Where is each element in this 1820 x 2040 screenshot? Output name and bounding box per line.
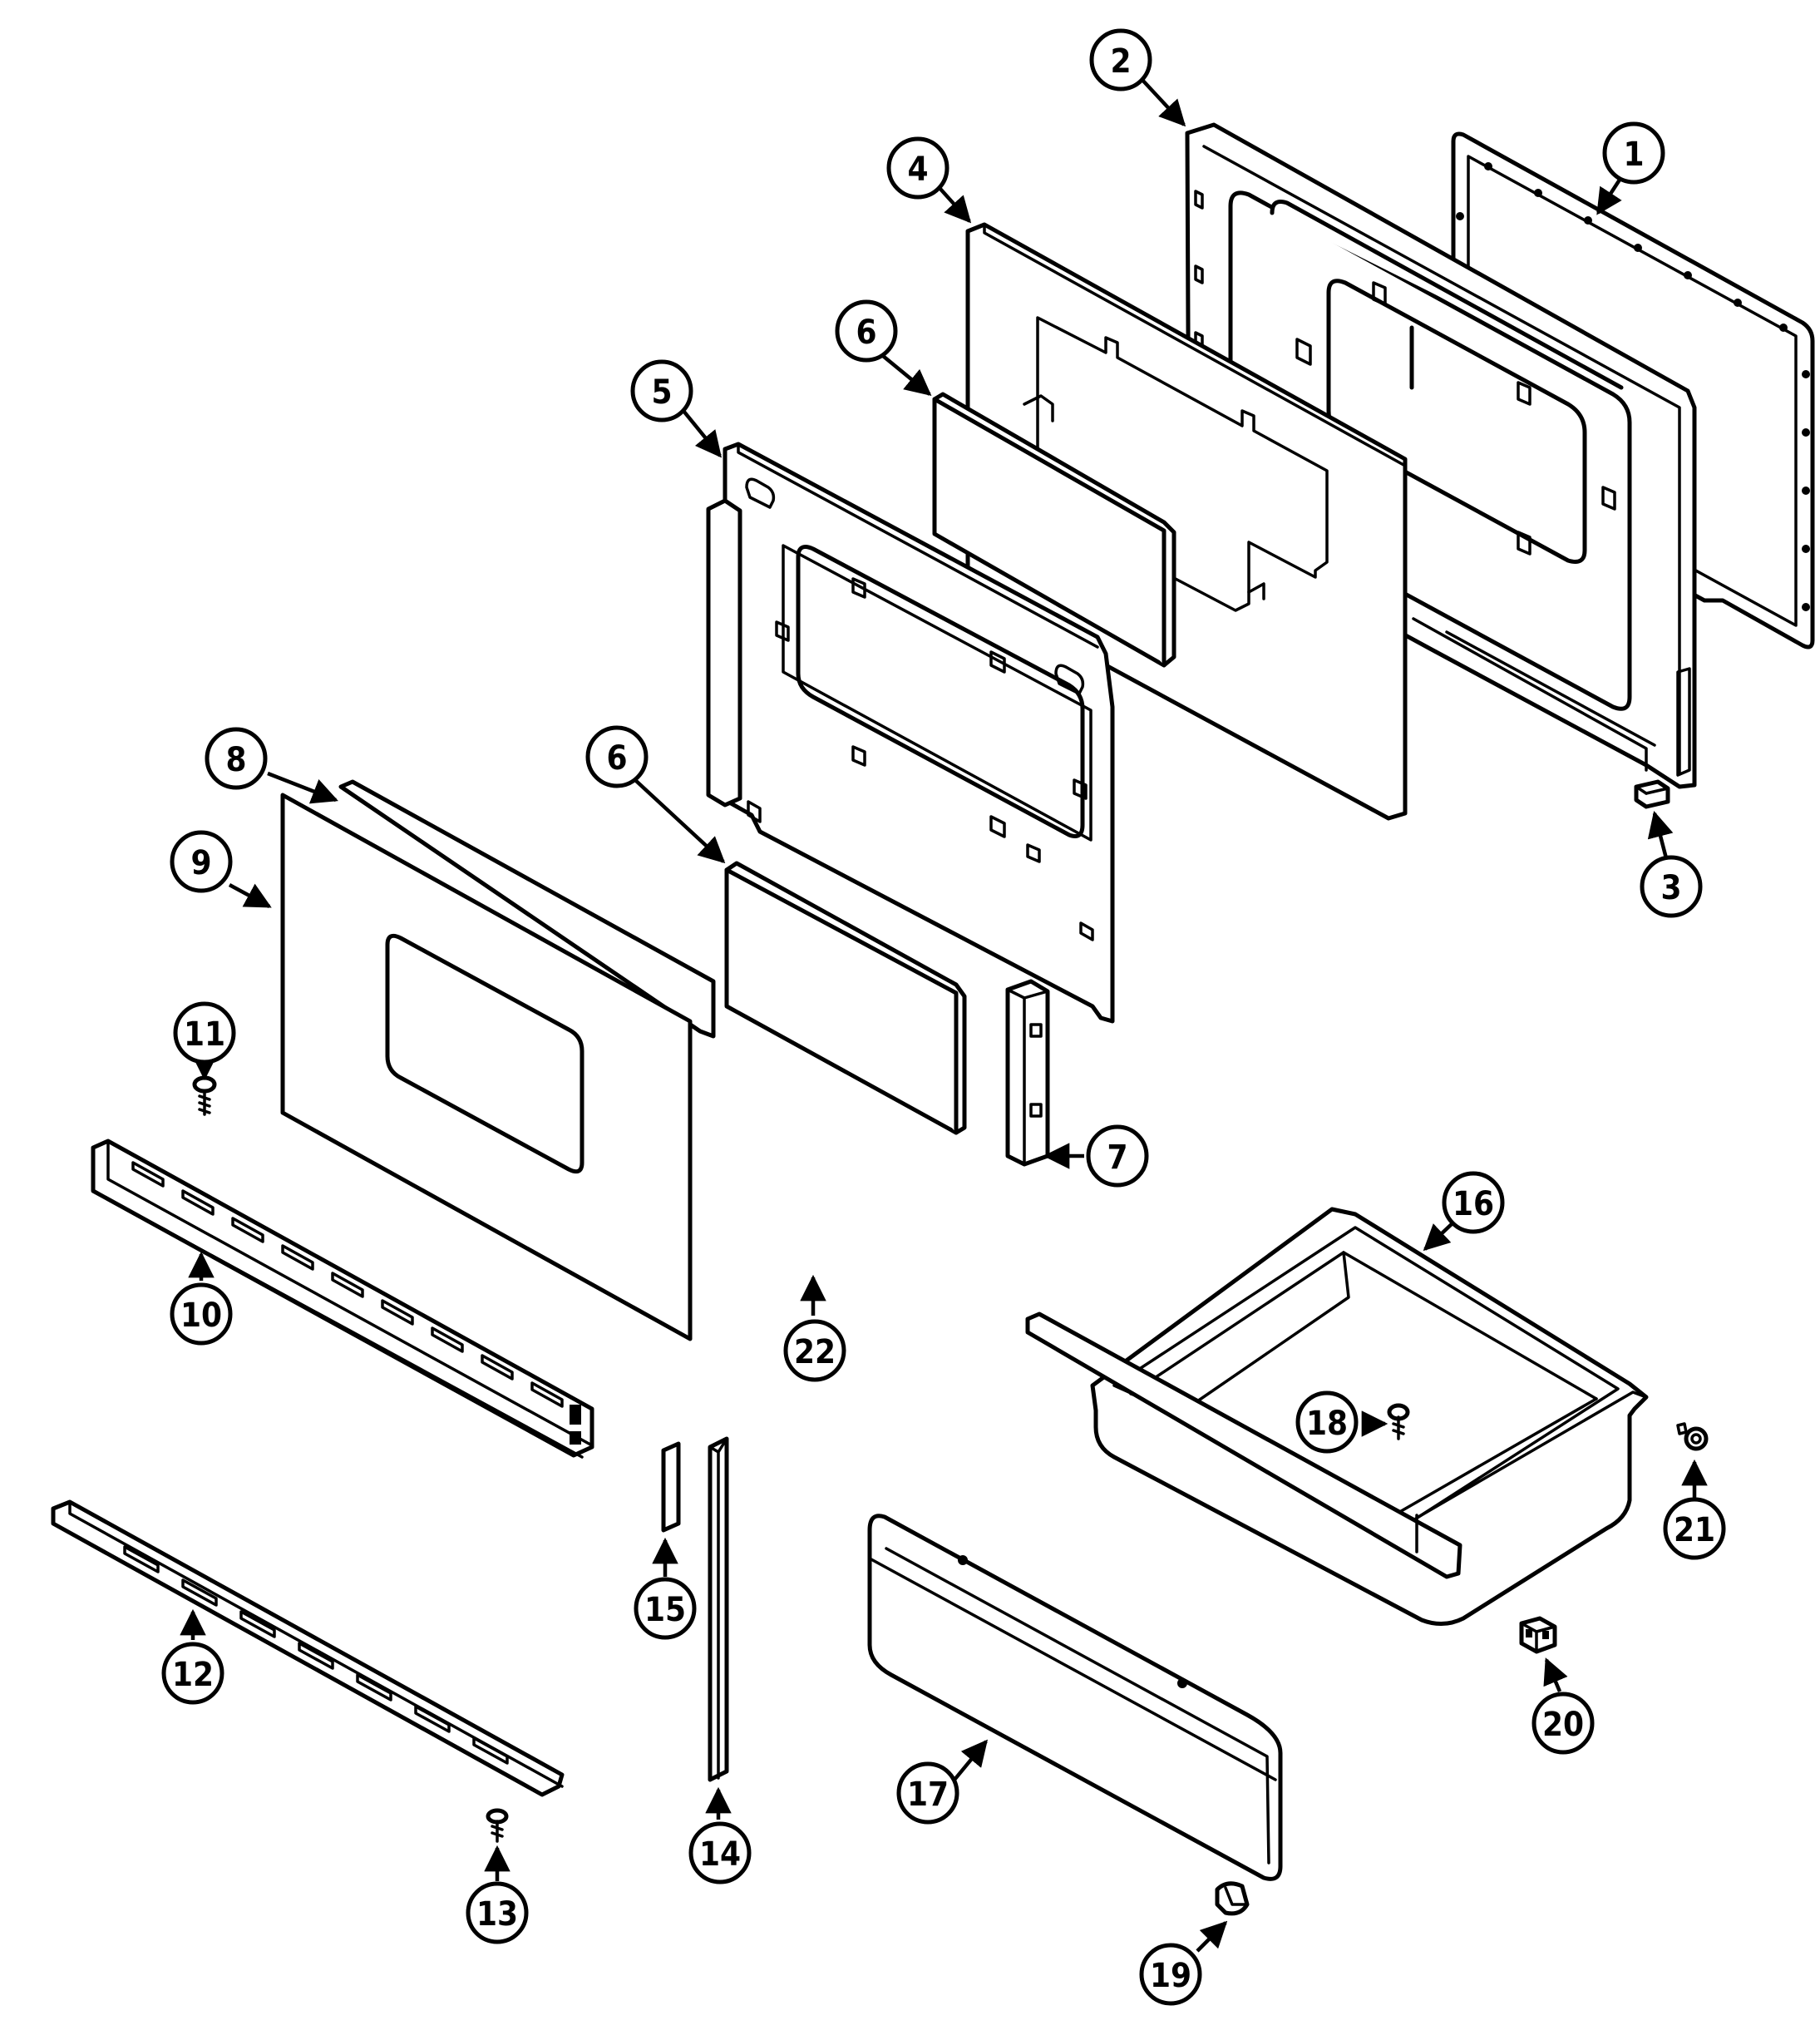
part-12-lower-trim	[51, 1499, 565, 1797]
svg-text:2: 2	[1110, 42, 1131, 81]
svg-text:21: 21	[1674, 1511, 1715, 1549]
part-2-inner-door-panel	[1185, 122, 1697, 789]
svg-text:11: 11	[184, 1015, 225, 1054]
callout-18: 18	[1295, 1390, 1359, 1454]
callout-4: 4	[886, 136, 949, 200]
svg-text:18: 18	[1306, 1405, 1348, 1443]
callout-6-upper: 6	[835, 299, 898, 363]
part-20-clip	[1519, 1616, 1557, 1654]
callout-20: 20	[1531, 1692, 1595, 1755]
callout-3: 3	[1640, 855, 1703, 918]
callout-19: 19	[1139, 1943, 1202, 2006]
part-15-small-strip	[661, 1441, 681, 1533]
part-10-vent-trim	[91, 1139, 594, 1459]
part-11-screw	[192, 1075, 217, 1116]
part-4-door-liner	[965, 222, 1408, 821]
callout-12: 12	[161, 1642, 224, 1705]
part-8-insulation-strip	[338, 779, 716, 1039]
callout-9: 9	[170, 830, 233, 893]
svg-text:7: 7	[1107, 1139, 1127, 1177]
callout-10: 10	[170, 1282, 233, 1346]
svg-text:20: 20	[1542, 1706, 1584, 1744]
svg-text:10: 10	[180, 1297, 222, 1335]
part-5-inner-door-frame	[706, 442, 1115, 1024]
callout-21: 21	[1663, 1497, 1726, 1560]
svg-text:5: 5	[651, 373, 672, 412]
svg-text:15: 15	[644, 1591, 686, 1629]
svg-text:14: 14	[699, 1835, 741, 1874]
part-3-clip	[1634, 779, 1670, 809]
callout-6-lower: 6	[585, 725, 649, 788]
part-21-roller	[1676, 1422, 1709, 1451]
part-19-cap	[1215, 1881, 1250, 1916]
callout-16: 16	[1442, 1171, 1505, 1234]
callout-14: 14	[688, 1821, 752, 1884]
leader-lines	[180, 77, 1708, 1953]
svg-text:12: 12	[172, 1656, 214, 1694]
svg-text:1: 1	[1623, 136, 1644, 174]
callout-17: 17	[896, 1761, 959, 1825]
callout-22: 22	[783, 1319, 846, 1382]
callout-11: 11	[173, 1001, 236, 1064]
part-17-drawer-front	[867, 1514, 1283, 1881]
svg-text:6: 6	[856, 314, 876, 352]
svg-text:16: 16	[1453, 1185, 1494, 1223]
part-9-outer-door-panel	[280, 793, 693, 1341]
part-18-screw	[1387, 1403, 1410, 1440]
part-6-glass-upper	[932, 392, 1176, 668]
part-13-screw	[486, 1808, 509, 1843]
svg-text:3: 3	[1660, 869, 1681, 907]
svg-text:4: 4	[907, 151, 928, 189]
svg-text:13: 13	[476, 1895, 518, 1934]
callout-2: 2	[1089, 28, 1152, 91]
part-6-glass-lower	[724, 861, 967, 1135]
svg-text:19: 19	[1150, 1957, 1191, 1995]
part-7-hinge-bracket	[1005, 979, 1050, 1167]
part-14-side-trim	[708, 1436, 729, 1782]
svg-text:22: 22	[794, 1333, 836, 1371]
callout-7: 7	[1086, 1124, 1149, 1188]
callout-1: 1	[1602, 121, 1665, 185]
svg-text:8: 8	[225, 741, 246, 779]
svg-text:17: 17	[907, 1776, 949, 1814]
svg-text:9: 9	[190, 844, 211, 882]
callout-15: 15	[634, 1577, 697, 1640]
callout-13: 13	[466, 1881, 529, 1944]
callout-5: 5	[630, 359, 693, 422]
callout-8: 8	[205, 727, 268, 790]
svg-text:6: 6	[606, 739, 627, 778]
